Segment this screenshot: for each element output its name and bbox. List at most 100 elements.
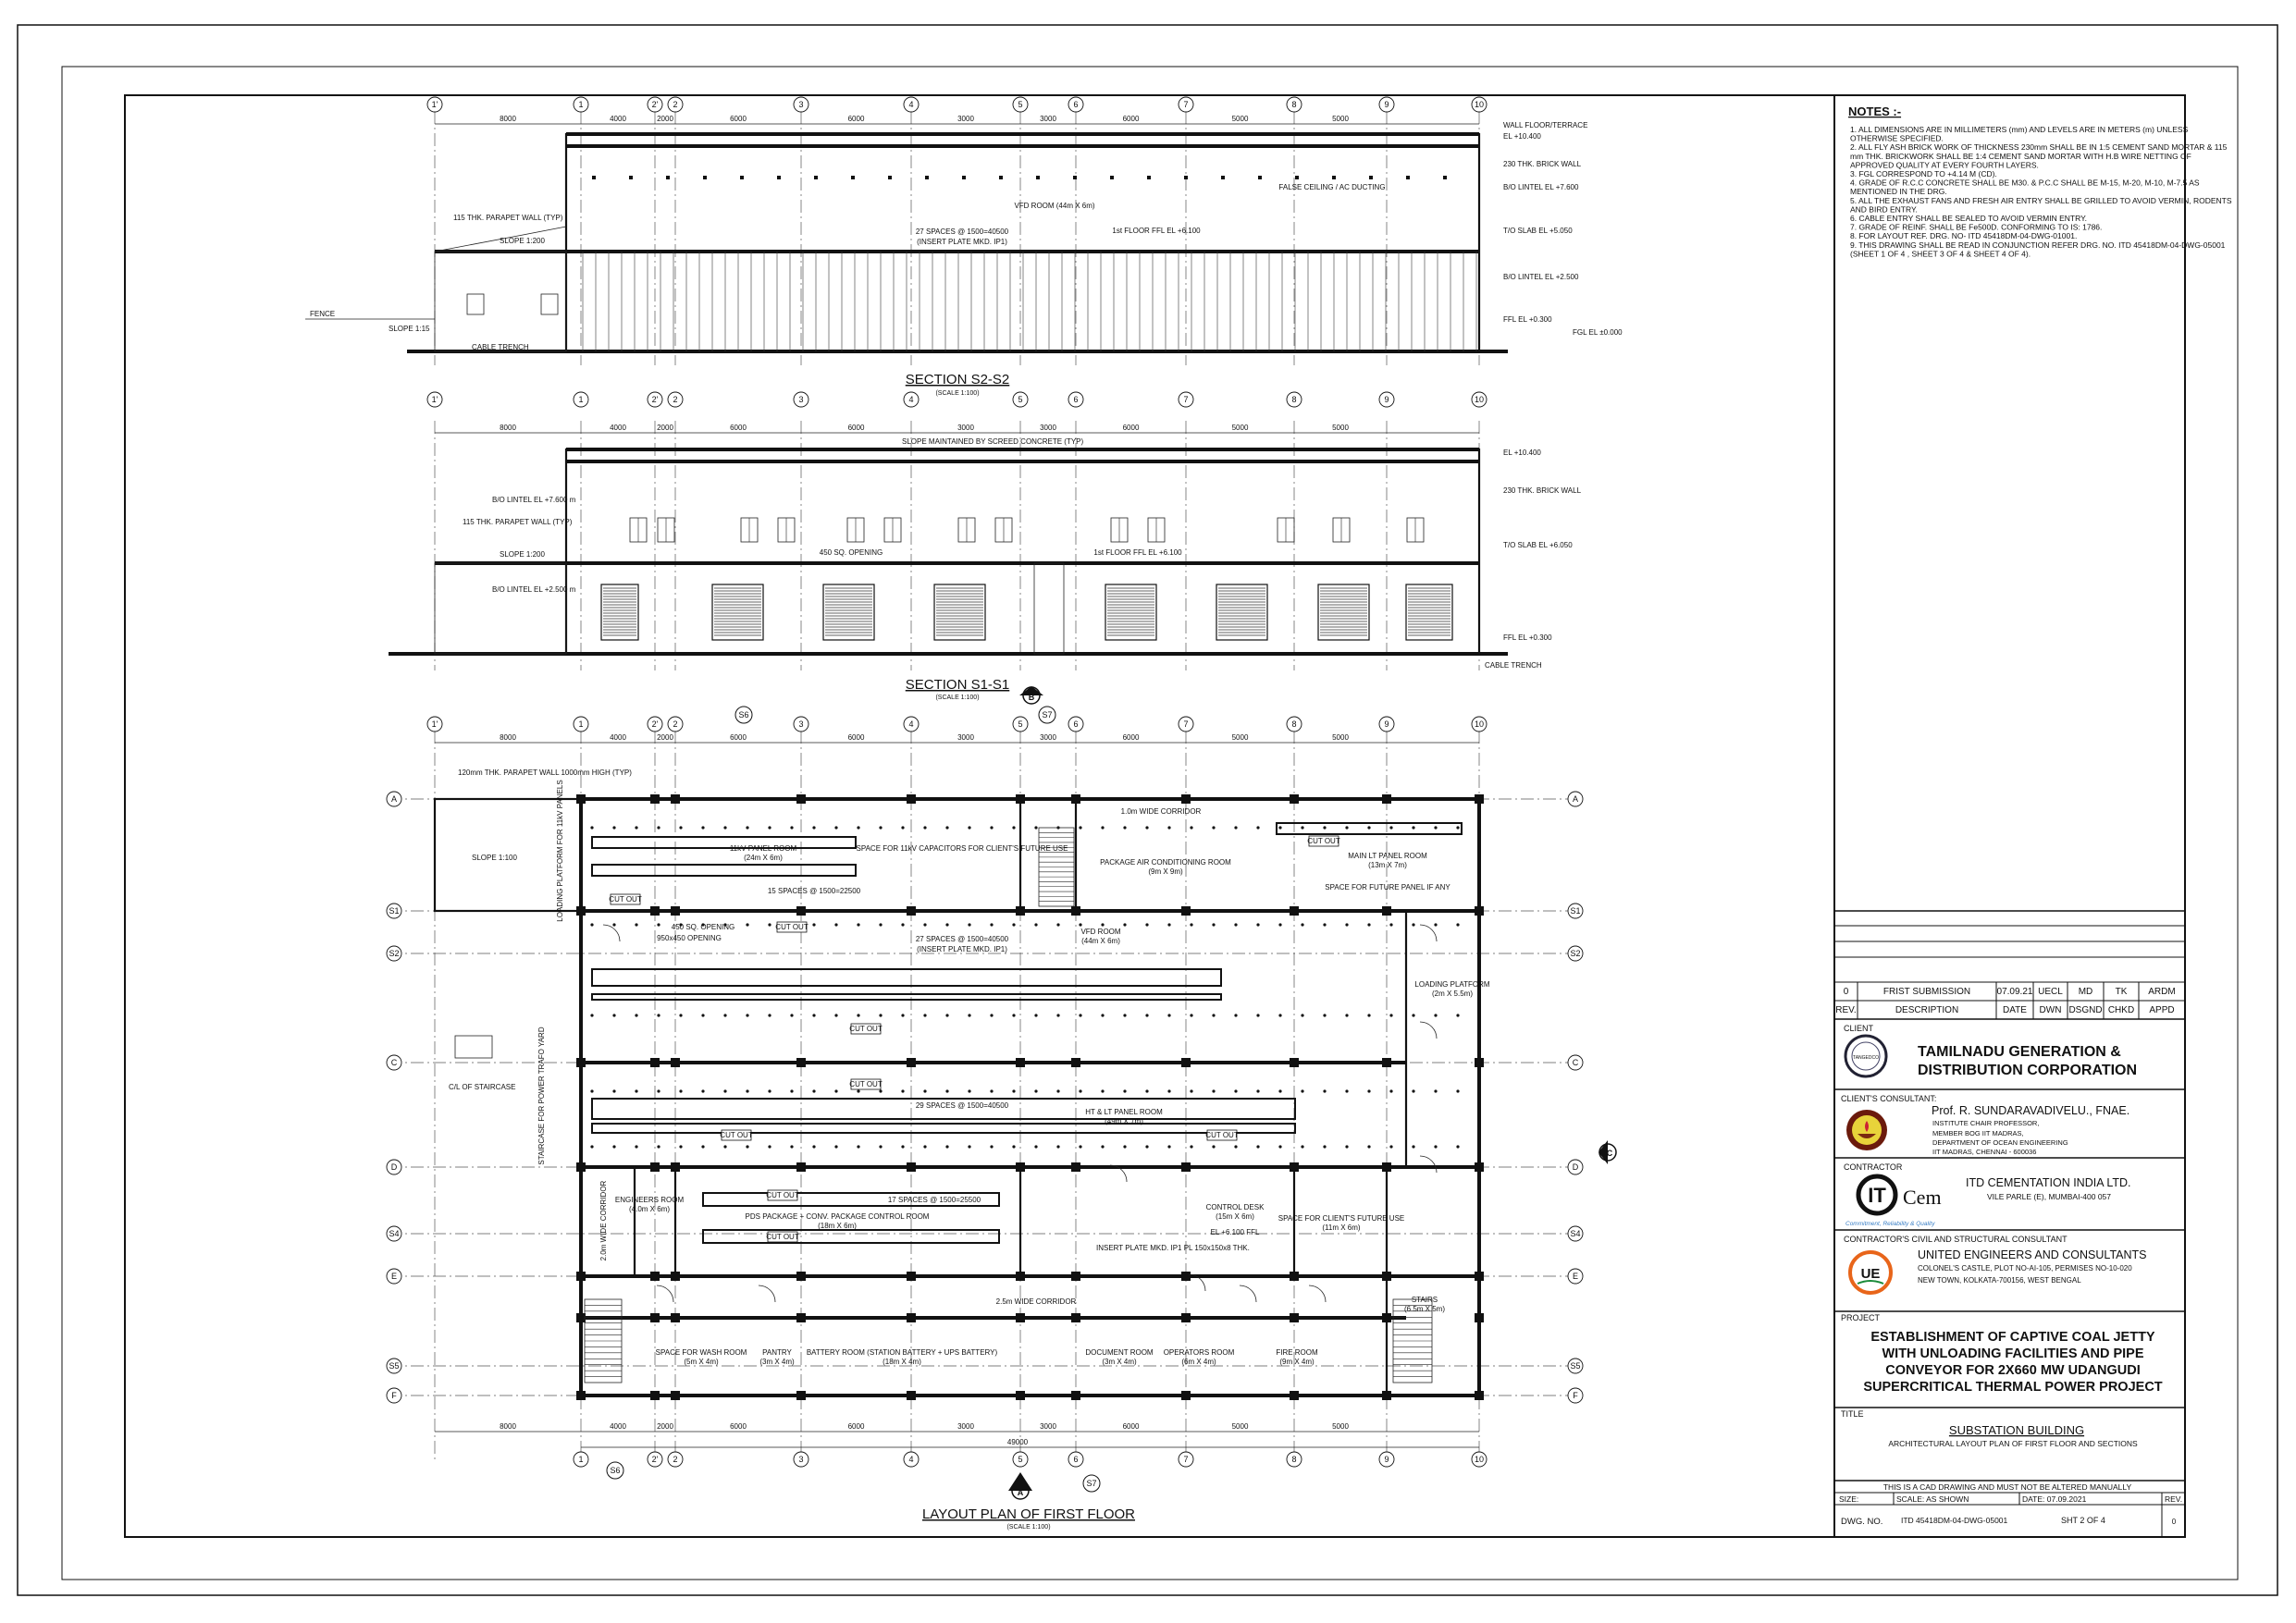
cutout-label: CUT OUT xyxy=(849,1080,883,1088)
structural-column xyxy=(1382,1313,1391,1322)
stair-left xyxy=(454,1035,623,1383)
insert-plate xyxy=(746,1145,749,1149)
dimension-label: 6000 xyxy=(848,733,865,742)
insert-plate xyxy=(1256,1089,1260,1093)
client-label: CLIENT xyxy=(1844,1024,1874,1033)
room-name: MAIN LT PANEL ROOM xyxy=(1348,852,1427,860)
insert-plate xyxy=(990,1145,994,1149)
insert-plate xyxy=(657,1089,660,1093)
structural-column xyxy=(1382,1391,1391,1400)
grid-label: 7 xyxy=(1183,395,1188,404)
insert-plate xyxy=(1301,1145,1304,1149)
structural-column xyxy=(1016,1391,1025,1400)
light-fixture xyxy=(666,176,670,179)
section-s1-scale: (SCALE 1:100) xyxy=(935,695,979,701)
insert-plate xyxy=(923,1089,927,1093)
room-size: (49m X 7m) xyxy=(1105,1117,1143,1125)
consultant-line: INSTITUTE CHAIR PROFESSOR, xyxy=(1932,1119,2039,1127)
structural-column xyxy=(576,1391,586,1400)
insert-plate xyxy=(1345,1089,1349,1093)
section-s2-s2: 115 THK. PARAPET WALL (TYP) SLOPE 1:200 … xyxy=(305,121,1623,397)
section-s1-title: SECTION S1-S1 xyxy=(906,677,1010,693)
insert-plate xyxy=(945,923,949,927)
revision-cell: ARDM xyxy=(2148,987,2175,997)
insert-plate xyxy=(1167,826,1171,830)
plan-label: SLOPE 1:100 xyxy=(472,854,517,862)
insert-plate xyxy=(1212,923,1216,927)
grid-bubble xyxy=(1567,1387,1584,1404)
insert-plate xyxy=(1123,826,1127,830)
grid-label: 1' xyxy=(432,719,438,729)
insert-plate xyxy=(990,1089,994,1093)
structural-column xyxy=(907,1313,916,1322)
structural-column xyxy=(1290,1313,1299,1322)
insert-plate xyxy=(1034,826,1038,830)
iit-madras-logo xyxy=(1846,1110,1887,1150)
grid-label: 4 xyxy=(908,100,913,109)
plan-title: LAYOUT PLAN OF FIRST FLOOR xyxy=(922,1506,1135,1522)
light-fixture xyxy=(962,176,966,179)
insert-plate xyxy=(1434,1014,1438,1017)
revision-cell: UECL xyxy=(2038,987,2063,997)
svg-text:UE: UE xyxy=(1861,1266,1881,1282)
insert-plate xyxy=(879,826,883,830)
insert-plate xyxy=(1212,1089,1216,1093)
insert-plate xyxy=(1190,923,1193,927)
grid-bubble xyxy=(386,945,402,962)
dimension-label: 3000 xyxy=(957,115,974,123)
insert-plate xyxy=(923,826,927,830)
section-s1-label: CABLE TRENCH xyxy=(1485,661,1542,670)
insert-plate xyxy=(1456,1014,1460,1017)
revision-cell: FRIST SUBMISSION xyxy=(1883,987,1970,997)
grid-label: F xyxy=(1573,1391,1578,1400)
grid-label: 7 xyxy=(1183,719,1188,729)
grid-label: 2 xyxy=(673,100,677,109)
plan-label: 15 SPACES @ 1500=22500 xyxy=(768,887,861,895)
insert-plate xyxy=(1278,1089,1282,1093)
grid-bubble xyxy=(1471,96,1487,113)
cutout-box xyxy=(850,1078,882,1090)
insert-plate xyxy=(1012,1145,1016,1149)
grid-label: 3 xyxy=(798,719,803,729)
dimension-label: 5000 xyxy=(1332,115,1349,123)
grid-bubble xyxy=(1286,1451,1302,1468)
note-line: 4. GRADE OF R.C.C CONCRETE SHALL BE M30.… xyxy=(1850,178,2200,188)
client-name-line1: TAMILNADU GENERATION & xyxy=(1918,1044,2121,1060)
room-size: (6.5m X 5m) xyxy=(1404,1305,1445,1313)
insert-plate xyxy=(901,923,905,927)
insert-plate xyxy=(1190,1014,1193,1017)
grid-label: 1' xyxy=(432,100,438,109)
grid-label: 2 xyxy=(673,719,677,729)
dimension-label: 6000 xyxy=(730,1422,747,1431)
insert-plate xyxy=(1234,1145,1238,1149)
insert-plate xyxy=(1412,923,1415,927)
rolling-shutter xyxy=(1105,584,1157,641)
plan-scale: (SCALE 1:100) xyxy=(1006,1524,1050,1531)
section-s2-label: 27 SPACES @ 1500=40500 xyxy=(916,227,1009,236)
dimension-label: 6000 xyxy=(730,424,747,432)
cable-trench xyxy=(591,836,857,849)
dimension-label: 6000 xyxy=(730,733,747,742)
cutout-label: CUT OUT xyxy=(1307,837,1340,845)
insert-plate xyxy=(1323,1145,1327,1149)
insert-plate xyxy=(590,1145,594,1149)
section-s2-label: FGL EL ±0.000 xyxy=(1573,328,1623,337)
insert-plate xyxy=(1456,923,1460,927)
structural-column xyxy=(907,906,916,916)
insert-plate xyxy=(590,826,594,830)
insert-plate xyxy=(701,923,705,927)
insert-plate xyxy=(968,923,971,927)
grid-bubble xyxy=(573,96,589,113)
grid-label: 1 xyxy=(578,395,583,404)
grid-bubble xyxy=(1012,716,1029,732)
structural-column xyxy=(576,1058,586,1067)
project-label: PROJECT xyxy=(1841,1313,1881,1322)
insert-plate xyxy=(1056,1145,1060,1149)
grid-bubble xyxy=(1378,716,1395,732)
insert-plate xyxy=(1123,1089,1127,1093)
room-name: LOADING PLATFORM xyxy=(1414,980,1490,989)
structural-column xyxy=(1290,1058,1299,1067)
grid-bubble xyxy=(1378,391,1395,408)
grid-bubble xyxy=(386,1225,402,1242)
